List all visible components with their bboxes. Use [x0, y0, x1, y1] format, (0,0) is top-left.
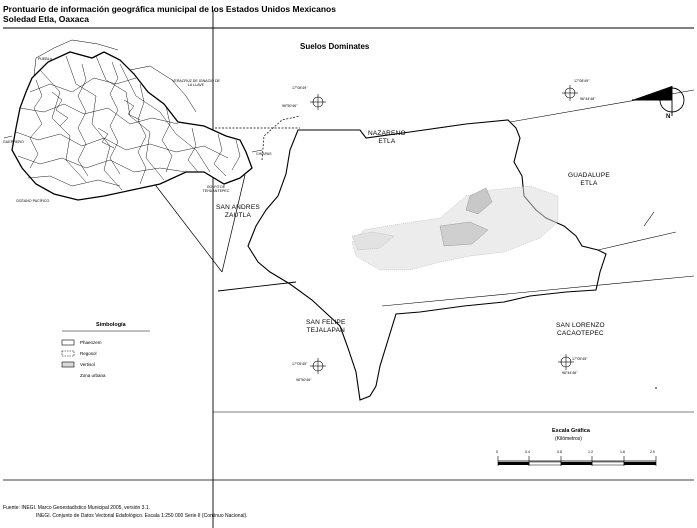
- neighbor-label-san-felipe: SAN FELIPE TEJALAPAN: [306, 319, 346, 334]
- scale-title: Escala Gráfica: [552, 428, 590, 434]
- north-arrow-icon: [632, 86, 685, 116]
- neighbor-label-nazareno: NAZARENO ETLA: [368, 130, 406, 145]
- inset-label-chiapas: CHIAPAS: [256, 152, 272, 156]
- map-title: Suelos Dominates: [300, 42, 370, 51]
- scale-tick-0: 0: [496, 450, 498, 454]
- coord-sw-lon: 96°50'46": [296, 378, 312, 382]
- page-title: Prontuario de información geográfica mun…: [3, 4, 336, 24]
- border-se: [381, 275, 695, 307]
- legend-item-zona-urbana: Zona urbana: [80, 373, 106, 378]
- border-e: [597, 231, 677, 251]
- inset-label-guerrero: GUERRERO: [3, 140, 24, 144]
- border-e-tick: [643, 211, 655, 227]
- inset-label-golfo: GOLFO DE TEHUANTEPEC: [202, 185, 230, 193]
- neighbor-label-guadalupe: GUADALUPE ETLA: [568, 172, 610, 187]
- coord-ne-lat: 17°08'49": [574, 79, 590, 83]
- scale-tick-5: 2.0: [650, 450, 655, 454]
- title-line-2: Soledad Etla, Oaxaca: [3, 14, 89, 24]
- scale-bar: [497, 456, 657, 466]
- soil-zone-patch-3: [351, 231, 395, 251]
- chiapas-border: [251, 149, 263, 153]
- title-line-1: Prontuario de información geográfica mun…: [3, 4, 336, 14]
- legend-frame: [61, 330, 150, 379]
- inset-connector-2: [221, 174, 246, 273]
- puebla-border: [33, 39, 119, 77]
- footer-source-2: INEGI. Conjunto de Datos Vectorial Edafo…: [36, 513, 248, 519]
- veracruz-border: [129, 65, 197, 113]
- inset-connector-1: [149, 177, 223, 273]
- soil-zone-patch-2: [439, 221, 489, 247]
- coord-nw-lon: 96°50'46": [282, 104, 298, 108]
- legend-item-vertisol: Vertisol: [80, 362, 95, 367]
- crosshair-sw: [310, 358, 326, 374]
- coord-ne-lon: 96°44'48": [580, 97, 596, 101]
- coord-se-lat: 17°05'45": [572, 357, 588, 361]
- crosshair-se: [558, 354, 574, 370]
- guerrero-border: [3, 135, 13, 139]
- border-sw: [217, 281, 297, 292]
- neighbor-label-san-lorenzo: SAN LORENZO CACAOTEPEC: [556, 322, 605, 337]
- inset-label-puebla: PUEBLA: [38, 57, 53, 61]
- north-label: N: [666, 114, 671, 120]
- neighbor-label-san-andres: SAN ANDRES ZAUTLA: [216, 204, 260, 219]
- boundary-dashed-2: [261, 115, 301, 161]
- inset-label-veracruz: VERACRUZ DE IGNACIO DE LA LLAVE: [172, 79, 220, 87]
- legend-item-phaeozem: Phaeozem: [80, 340, 102, 345]
- legend-title: Simbología: [96, 322, 126, 328]
- crosshair-ne: [562, 85, 578, 101]
- scale-tick-4: 1.6: [620, 450, 625, 454]
- scale-tick-3: 1.2: [588, 450, 593, 454]
- legend-item-regosol: Regosol: [80, 351, 97, 356]
- oaxaca-state-outline: [11, 51, 253, 201]
- municipal-mosaic: [15, 55, 241, 191]
- crosshair-nw: [310, 94, 326, 110]
- coord-nw-lat: 17°08'49": [292, 86, 308, 90]
- footer-source-1: Fuente: INEGI. Marco Geoestadístico Muni…: [3, 505, 151, 511]
- scale-tick-1: 0.4: [525, 450, 530, 454]
- coord-se-lon: 96°44'48": [562, 371, 578, 375]
- soil-zone-patch-1: [465, 187, 493, 215]
- inset-label-oceano: OCÉANO PACÍFICO: [16, 199, 50, 203]
- scale-tick-2: 0.8: [557, 450, 562, 454]
- map-dot: [655, 387, 657, 389]
- scale-unit: (Kilómetros): [555, 436, 582, 442]
- coord-sw-lat: 17°05'45": [292, 362, 308, 366]
